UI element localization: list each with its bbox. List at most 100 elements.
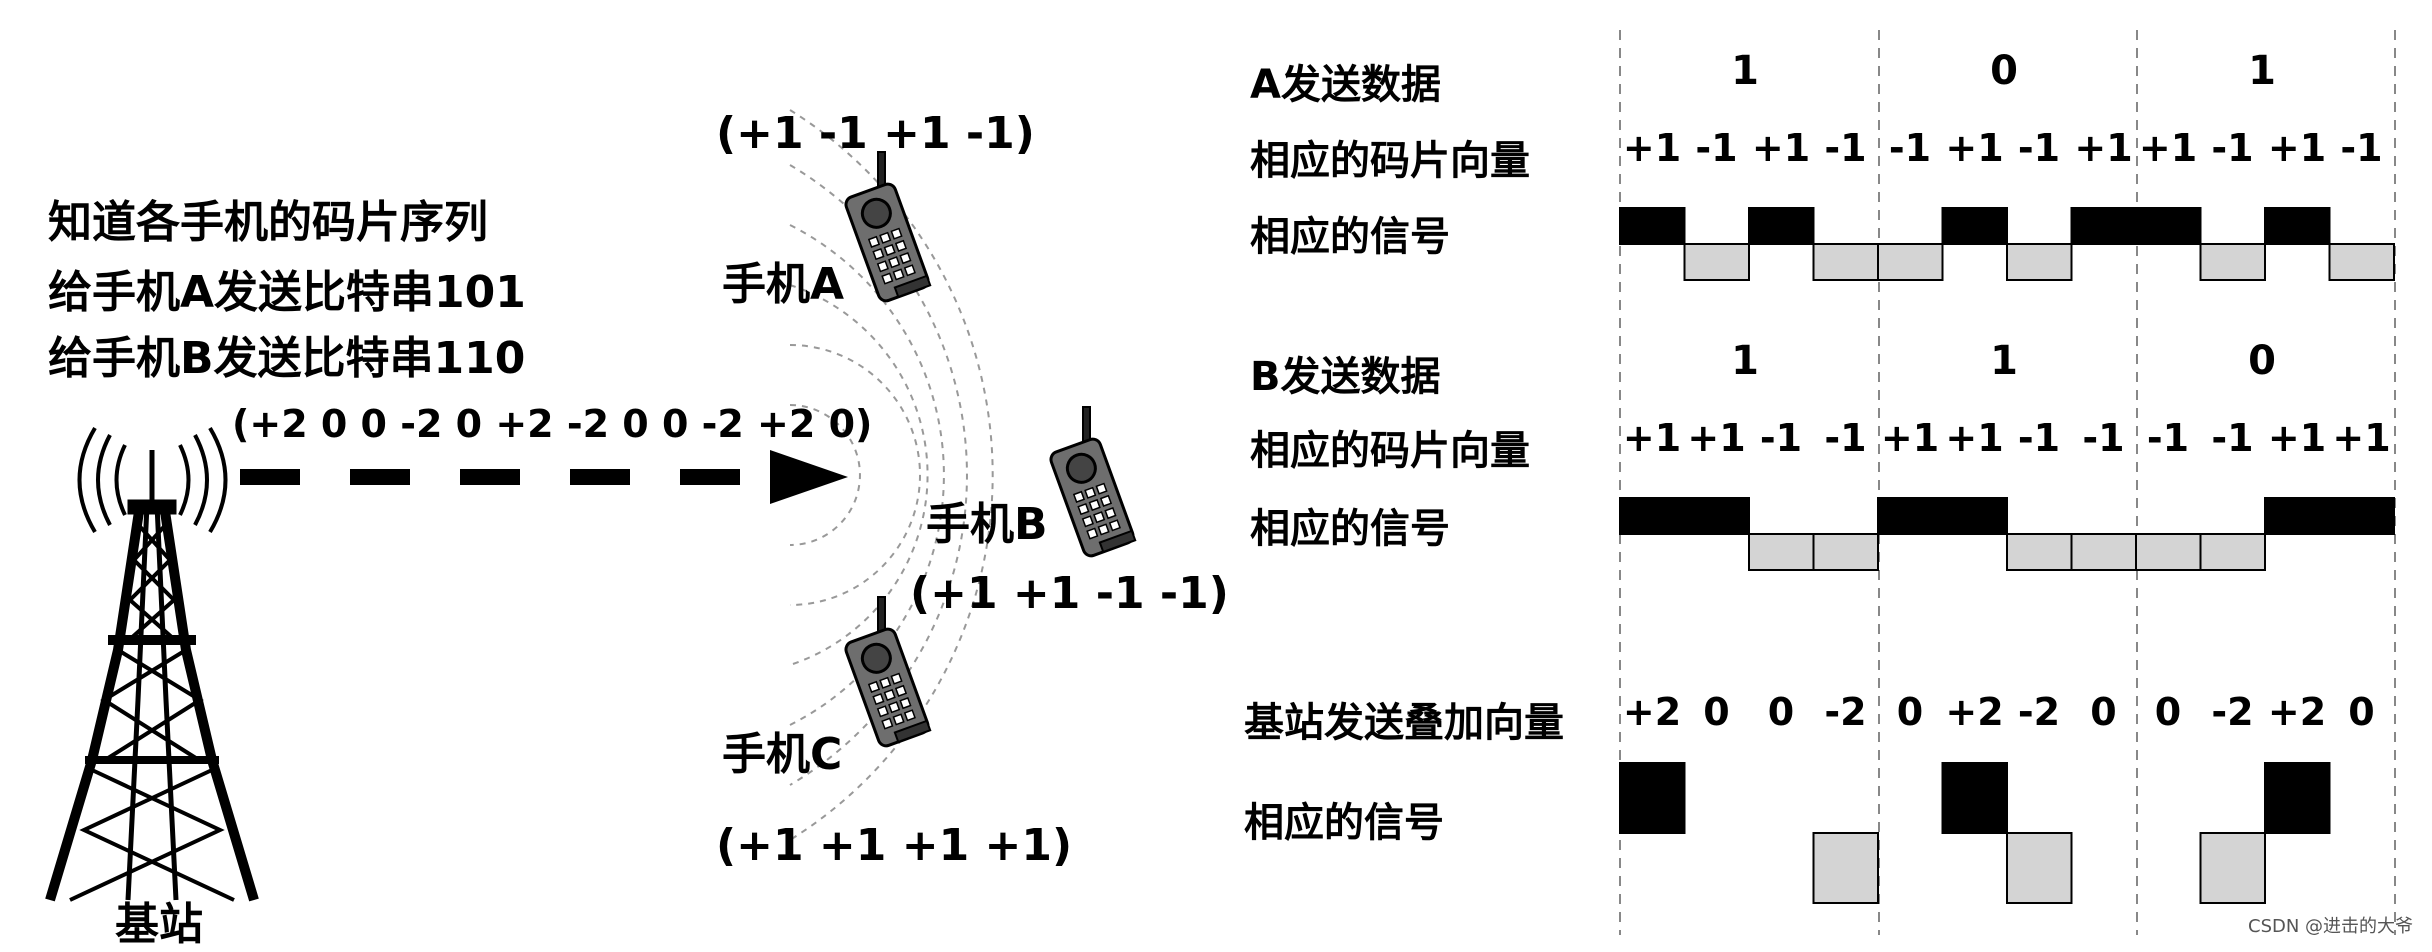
- b-chip: -1: [1824, 416, 1867, 460]
- b-bit: 0: [2248, 338, 2276, 384]
- b-signal-segment: [1812, 533, 1879, 571]
- a-signal-segment: [2006, 243, 2073, 281]
- a-signal-segment: [1941, 207, 2008, 245]
- base-station-tower-icon: [45, 426, 259, 902]
- b-bit: 1: [1990, 338, 2018, 384]
- credit-watermark: CSDN @进击的大爷: [2248, 916, 2414, 937]
- b-chip: -1: [1759, 416, 1803, 460]
- sum-value: -2: [2211, 690, 2254, 734]
- broadcast-arrow: [240, 450, 848, 504]
- b-chip: +1: [1687, 416, 1746, 460]
- signal-sum: [1619, 762, 2331, 904]
- b-chip: -1: [2211, 416, 2254, 460]
- a-signal-segment: [2199, 243, 2266, 281]
- phone-a-vector: (+1 -1 +1 -1): [716, 108, 1035, 159]
- sum-signal-segment: [1941, 762, 2008, 834]
- a-signal-segment: [2070, 207, 2137, 245]
- phone-a-label: 手机A: [722, 259, 845, 310]
- a-chip: +1: [1945, 126, 2004, 170]
- sum-value: 0: [1767, 690, 1795, 734]
- a-signal-segment: [1812, 243, 1879, 281]
- b-chip: +1: [1945, 416, 2004, 460]
- a-chip: -1: [1695, 126, 1738, 170]
- phone-c-label: 手机C: [722, 729, 843, 780]
- sum-signal-label: 相应的信号: [1244, 800, 1444, 846]
- b-signal-segment: [2070, 533, 2137, 571]
- sum-value: 0: [2090, 690, 2117, 734]
- b-chip: +1: [1880, 416, 1940, 460]
- a-signal-segment: [2264, 207, 2331, 245]
- sum-signal-segment: [1619, 762, 1686, 834]
- broadcast-sequence: (+2 0 0 -2 0 +2 -2 0 0 -2 +2 0): [232, 402, 873, 446]
- sum-value: 0: [2348, 690, 2375, 734]
- sum-value: +2: [2267, 690, 2327, 734]
- sum-signal-segment: [2199, 832, 2266, 904]
- phone-c-vector: (+1 +1 +1 +1): [716, 820, 1073, 871]
- a-signal-segment: [1877, 243, 1944, 281]
- a-chip: -1: [2340, 126, 2383, 170]
- b-bit: 1: [1731, 338, 1759, 384]
- sum-value: +2: [1945, 690, 2004, 734]
- b-chip: +1: [2332, 416, 2391, 460]
- b-data-label: B发送数据: [1250, 354, 1441, 400]
- a-chip: -1: [2211, 126, 2254, 170]
- left-text-line1: 知道各手机的码片序列: [48, 197, 488, 248]
- left-text-line3: 给手机B发送比特串110: [48, 333, 526, 384]
- sum-value: 0: [1703, 690, 1730, 734]
- b-chip: -1: [2146, 416, 2190, 460]
- a-signal-segment: [2328, 243, 2395, 281]
- phone-b-icon: [1047, 405, 1137, 560]
- sum-value: -2: [2017, 690, 2061, 734]
- a-signal-segment: [1748, 207, 1815, 245]
- b-chip: +1: [1622, 416, 1682, 460]
- b-signal-segment: [1941, 497, 2008, 535]
- b-chip: -1: [2082, 416, 2125, 460]
- sum-value: 0: [2154, 690, 2182, 734]
- base-station-label: 基站: [115, 899, 203, 950]
- a-chip: +1: [2267, 126, 2327, 170]
- b-chip: +1: [2267, 416, 2327, 460]
- b-signal-segment: [2006, 533, 2073, 571]
- a-chip: +1: [1751, 126, 1811, 170]
- b-chip: -1: [2017, 416, 2061, 460]
- sum-value: +2: [1622, 690, 1682, 734]
- phone-b-label: 手机B: [926, 499, 1048, 550]
- a-signal-segment: [2135, 207, 2202, 245]
- a-chip: -1: [1824, 126, 1867, 170]
- b-signal-segment: [1877, 497, 1944, 535]
- a-chip: +1: [2138, 126, 2198, 170]
- phone-b-vector: (+1 +1 -1 -1): [910, 568, 1229, 619]
- a-chip: -1: [2017, 126, 2061, 170]
- sum-label: 基站发送叠加向量: [1244, 700, 1564, 746]
- a-chip: -1: [1888, 126, 1932, 170]
- a-bit: 0: [1990, 48, 2018, 94]
- bit-boundary-guides: [1619, 30, 2396, 935]
- signal-a: [1619, 207, 2395, 281]
- sum-value: 0: [1896, 690, 1924, 734]
- a-signal-segment: [1619, 207, 1686, 245]
- sum-signal-segment: [2264, 762, 2331, 834]
- signal-emission-icon: [77, 426, 228, 534]
- a-bit: 1: [2248, 48, 2276, 94]
- b-signal-segment: [2264, 497, 2331, 535]
- a-signal-label: 相应的信号: [1250, 214, 1450, 260]
- b-signal-segment: [1748, 533, 1815, 571]
- b-signal-segment: [2135, 533, 2202, 571]
- signal-b: [1619, 497, 2395, 571]
- b-signal-segment: [1619, 497, 1686, 535]
- a-chip: +1: [1622, 126, 1682, 170]
- sum-signal-segment: [2006, 832, 2073, 904]
- b-signal-segment: [1683, 497, 1750, 535]
- b-signal-label: 相应的信号: [1250, 506, 1450, 552]
- a-signal-segment: [1683, 243, 1750, 281]
- sum-signal-segment: [1812, 832, 1879, 904]
- b-signal-segment: [2199, 533, 2266, 571]
- a-data-label: A发送数据: [1250, 62, 1441, 108]
- a-bit: 1: [1731, 48, 1759, 94]
- b-signal-segment: [2328, 497, 2395, 535]
- a-chip-label: 相应的码片向量: [1250, 138, 1530, 184]
- phone-a-icon: [842, 150, 932, 305]
- phone-c-icon: [842, 595, 932, 750]
- a-chip: +1: [2074, 126, 2133, 170]
